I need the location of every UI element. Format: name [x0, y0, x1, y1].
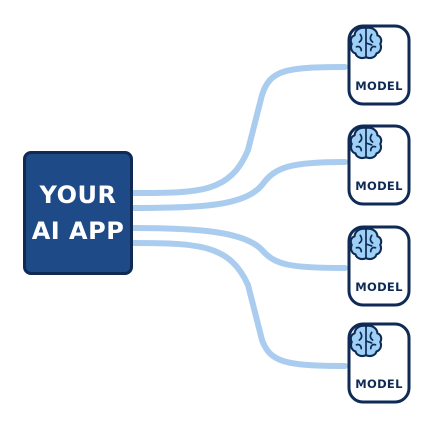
model-label: MODEL: [355, 179, 403, 193]
brain-icon: [349, 26, 383, 60]
connector-line-2: [130, 159, 348, 211]
ai-app-label: YOUR AI APP: [31, 181, 125, 245]
brain-icon: [349, 126, 383, 160]
ai-app-box: YOUR AI APP: [23, 151, 133, 275]
model-label: MODEL: [355, 377, 403, 391]
connector-line-1: [130, 64, 348, 196]
model-card-3: MODEL: [347, 225, 411, 307]
brain-icon: [349, 324, 383, 358]
connector-line-4: [130, 240, 348, 369]
connector-line-3: [130, 225, 348, 271]
model-card-4: MODEL: [347, 322, 411, 404]
brain-icon: [349, 227, 383, 261]
model-label: MODEL: [355, 79, 403, 93]
model-label: MODEL: [355, 280, 403, 294]
model-card-1: MODEL: [347, 24, 411, 106]
model-card-2: MODEL: [347, 124, 411, 206]
